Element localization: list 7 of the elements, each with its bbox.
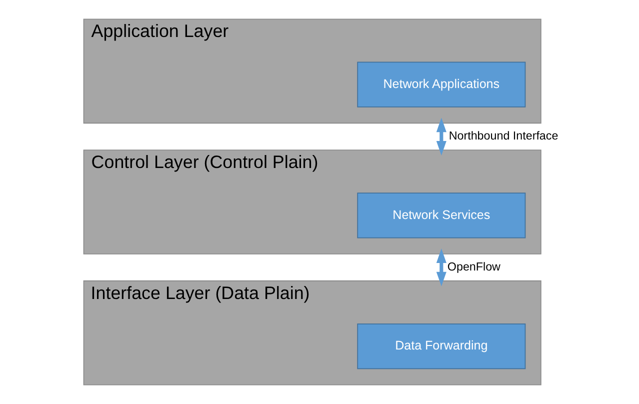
node-box: Data Forwarding bbox=[357, 323, 526, 370]
node-box: Network Applications bbox=[357, 62, 526, 108]
edge-label: OpenFlow bbox=[447, 260, 500, 274]
edge-label: Northbound Interface bbox=[448, 130, 558, 143]
node-box: Network Services bbox=[357, 192, 526, 238]
arrow bbox=[436, 248, 446, 286]
arrow bbox=[436, 118, 446, 156]
